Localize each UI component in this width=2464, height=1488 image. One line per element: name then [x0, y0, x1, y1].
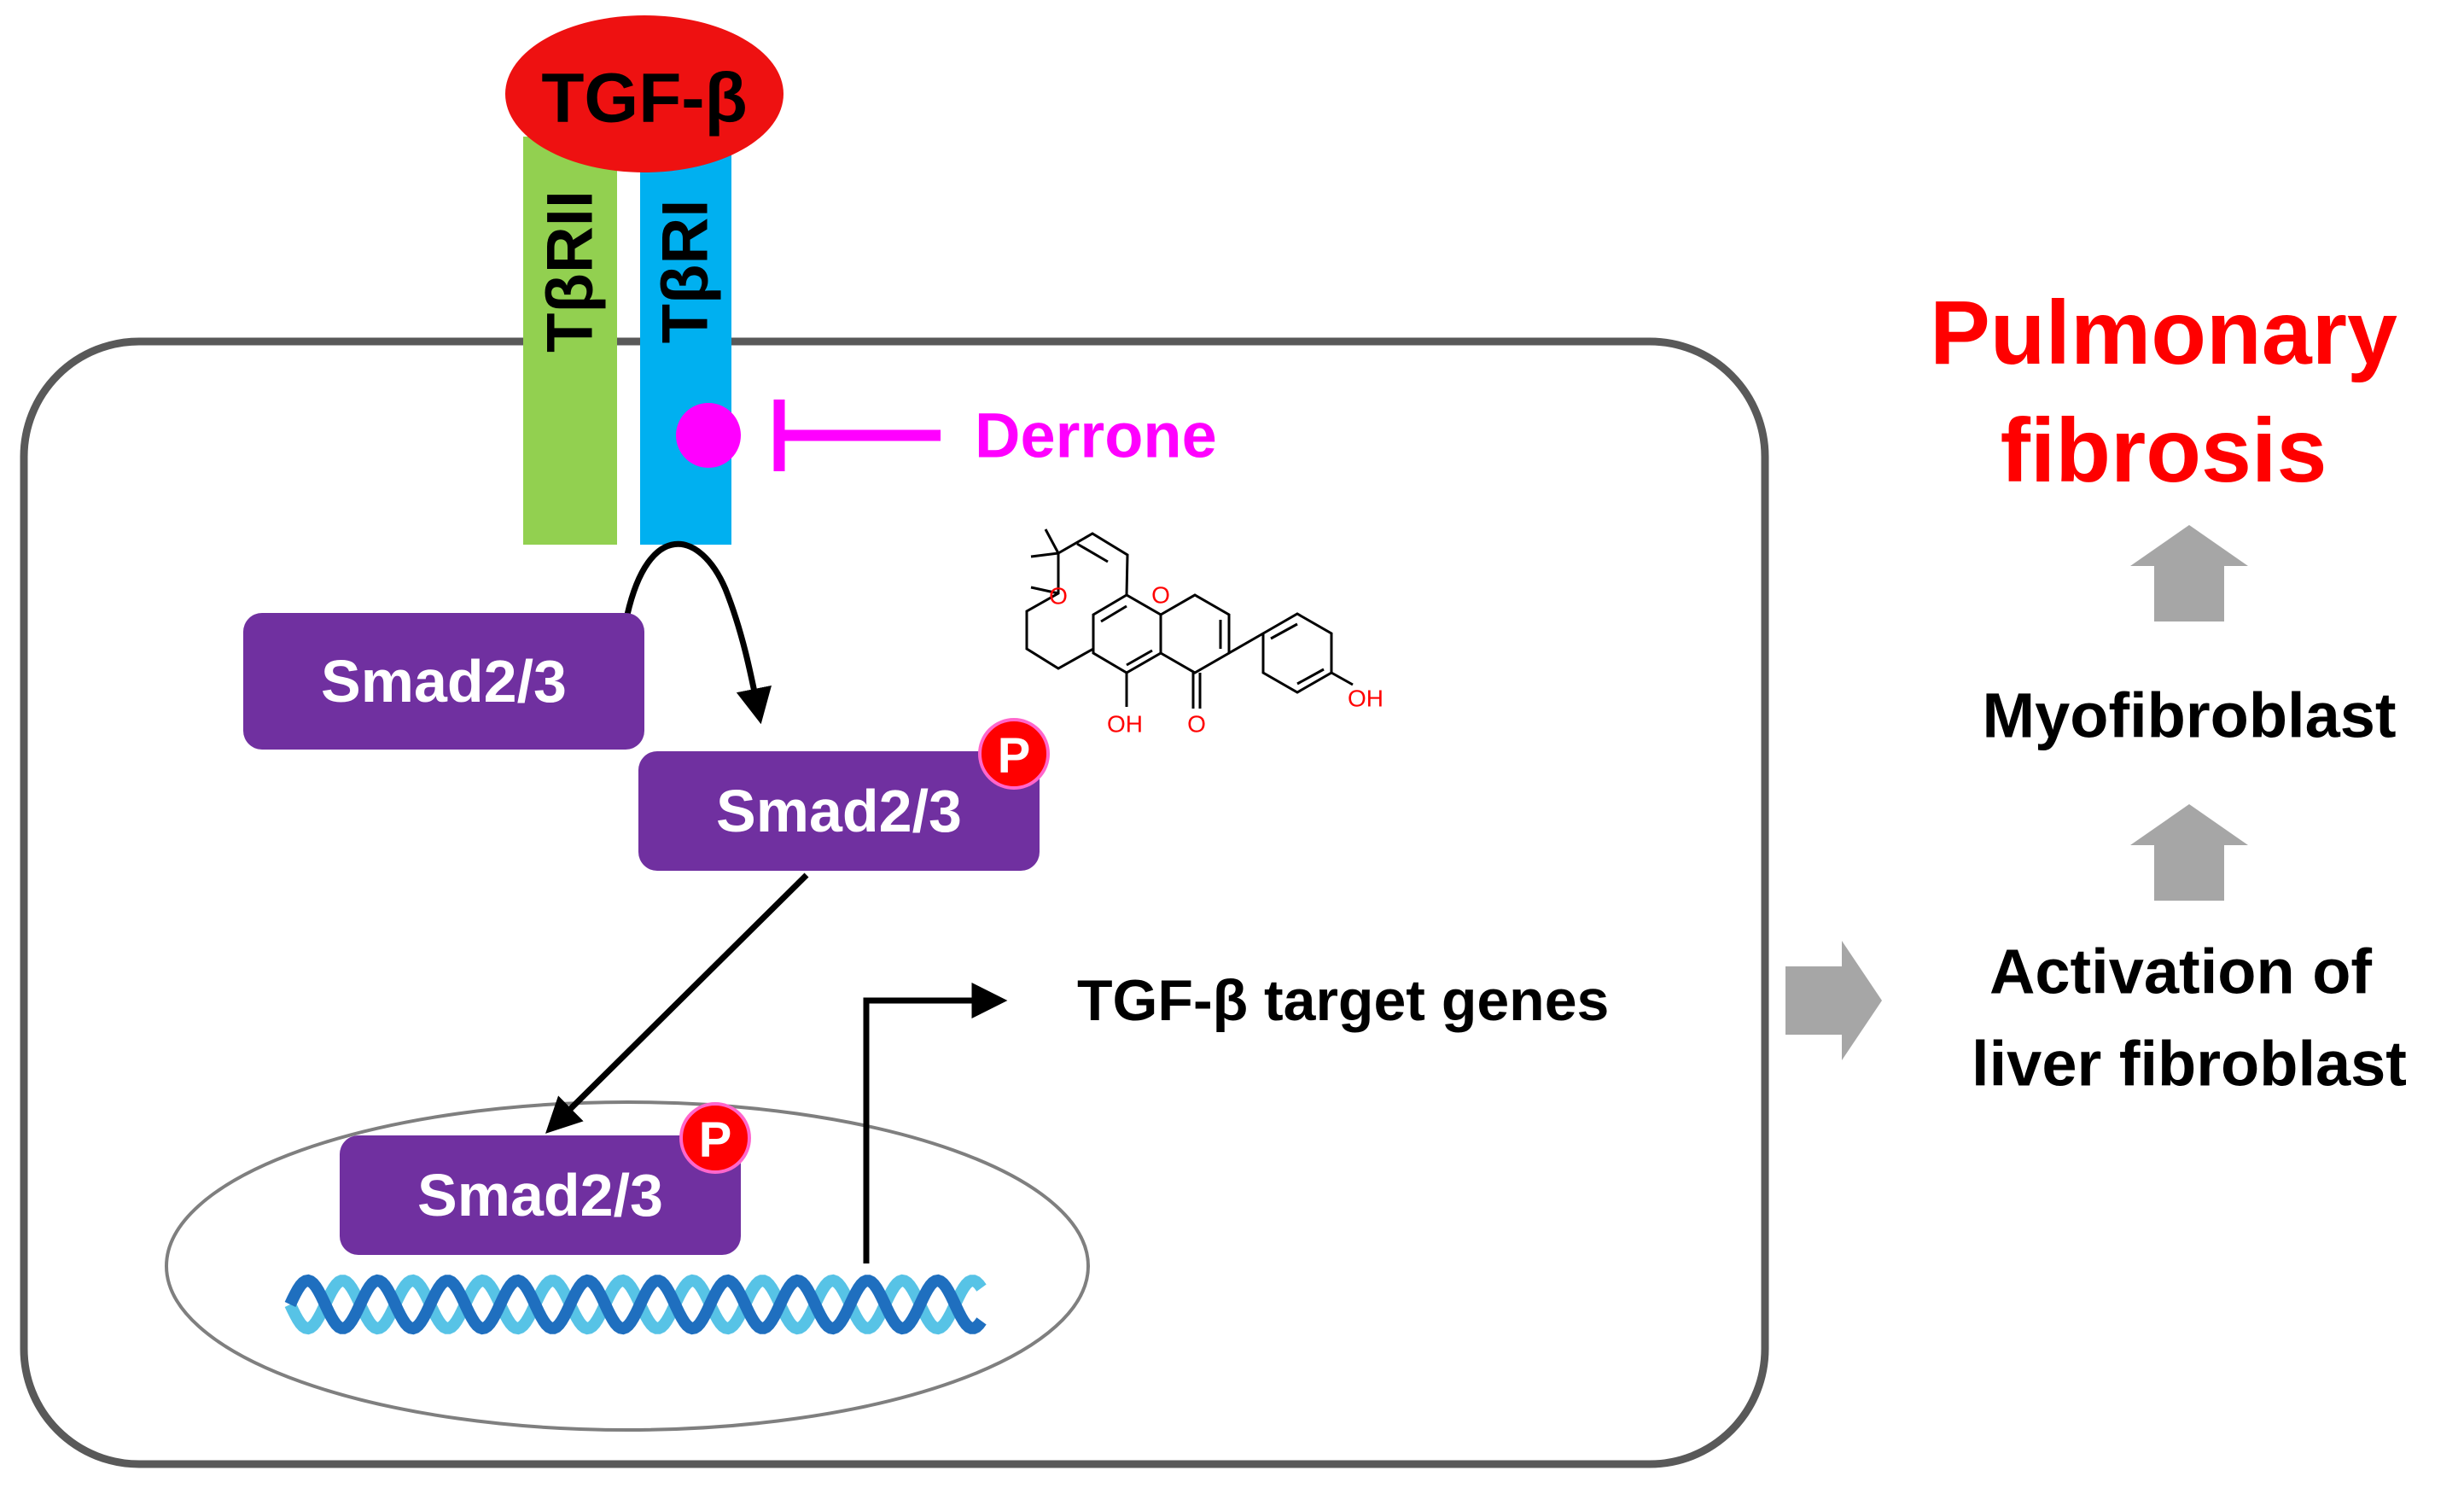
receptor-tbrii-label: TβRII	[534, 190, 607, 353]
phosphorylation-arrow	[624, 541, 772, 725]
receptor-tbrii-bar	[523, 137, 617, 545]
chem-oh-5: OH	[1107, 711, 1143, 738]
chem-o-carbonyl: O	[1187, 711, 1206, 738]
arrow-to-myofibroblast	[2130, 804, 2248, 901]
chem-oh-4prime: OH	[1348, 686, 1383, 712]
smad-label-cytoplasm: Smad2/3	[321, 648, 567, 715]
activation-label-line2: liver fibroblast	[1972, 1029, 2407, 1100]
ligand-tgf-beta	[505, 15, 783, 172]
smad-box-phosphorylated	[638, 751, 1040, 871]
receptor-tbri-label: TβRI	[649, 200, 722, 344]
smad-box-nucleus	[340, 1135, 741, 1255]
translocation-arrow	[545, 872, 809, 1134]
pulmonary-fibrosis-line2: fibrosis	[2001, 400, 2327, 501]
derrone-label: Derrone	[975, 400, 1217, 471]
phospho-badge-nucleus	[679, 1102, 751, 1174]
chemical-labels: O O OH O OH	[1049, 582, 1383, 738]
chem-o-chromone: O	[1151, 582, 1170, 609]
smad-label-phosphorylated: Smad2/3	[716, 778, 962, 844]
phospho-label-nucleus: P	[699, 1112, 732, 1168]
receptor-tbri-bar	[640, 137, 731, 545]
derrone-binding-dot	[676, 403, 741, 468]
pulmonary-fibrosis-line1: Pulmonary	[1930, 283, 2397, 383]
transcription-arrow	[863, 983, 1008, 1263]
dna-strand	[284, 1274, 987, 1335]
dna-helix	[284, 1274, 987, 1335]
arrow-to-fibrosis	[2130, 525, 2248, 621]
smad-label-nucleus: Smad2/3	[417, 1162, 663, 1228]
myofibroblast-label: Myofibroblast	[1982, 680, 2396, 751]
target-genes-label: TGF-β target genes	[1077, 968, 1609, 1033]
dna-strand	[284, 1274, 987, 1335]
chem-o-pyran: O	[1049, 583, 1068, 610]
arrow-to-activation	[1785, 941, 1882, 1060]
activation-label-line1: Activation of	[1989, 937, 2372, 1007]
smad-box-cytoplasm	[243, 613, 644, 750]
phospho-label-cytoplasm: P	[998, 728, 1031, 784]
phospho-badge-cytoplasm	[978, 718, 1050, 790]
ligand-label: TGF-β	[541, 60, 747, 137]
derrone-chemical-structure	[1025, 528, 1354, 709]
